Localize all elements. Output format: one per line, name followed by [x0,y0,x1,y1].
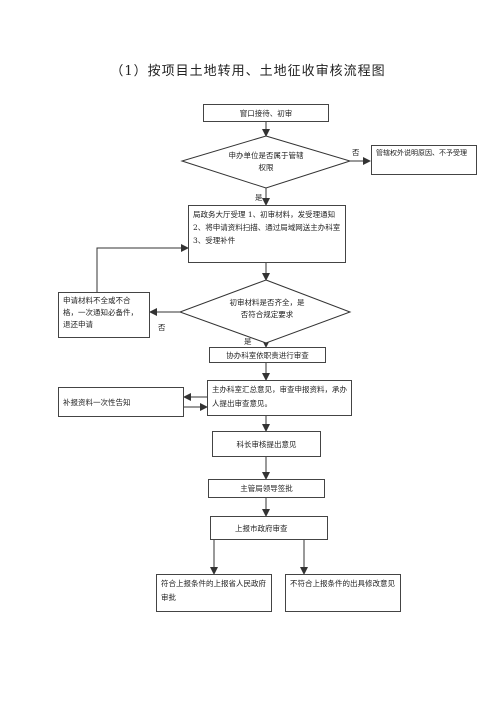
step-reject1: 管辖权外说明原因、不予受理 [371,145,477,175]
decision1-diamond [180,135,352,189]
page-title: （1）按项目土地转用、土地征收审核流程图 [110,64,386,79]
decision1-text: 申办单位是否属于管辖权限 [228,151,304,172]
step-reject2: 申请材料不全或不合格，一次通知必备件，退还申请 [58,292,150,338]
connector-reject2-loop [96,244,189,292]
step-accept: 局政务大厅受理 1、初审材料，发受理通知 2、将申请资料扫描、通过局域网送主办科… [188,205,346,263]
label-yes1: 是 [255,193,263,202]
step-approve: 符合上报条件的上报省人民政府审批 [156,574,272,612]
step-reject3: 不符合上报条件的出具修改意见 [285,574,401,612]
step-main-office: 主办科室汇总意见，审查申报资料，承办人提出审查意见。 [207,380,352,416]
step-city-gov: 上报市政府审查 [210,516,328,540]
label-no1: 否 [352,148,360,157]
label-yes2: 是 [244,337,252,346]
label-no2: 否 [158,323,166,332]
step-section-chief: 科长审核提出意见 [212,431,321,457]
decision2-text: 初审材料是否齐全，是否符合规定要求 [229,298,305,319]
step-leader: 主管局领导签批 [208,479,325,498]
step-window: 窗口接待、初审 [203,104,329,122]
step-supplement: 补报资料一次性告知 [58,387,184,417]
decision2-diamond [178,279,352,344]
step-assist: 协办科室依职责进行审查 [209,347,326,363]
